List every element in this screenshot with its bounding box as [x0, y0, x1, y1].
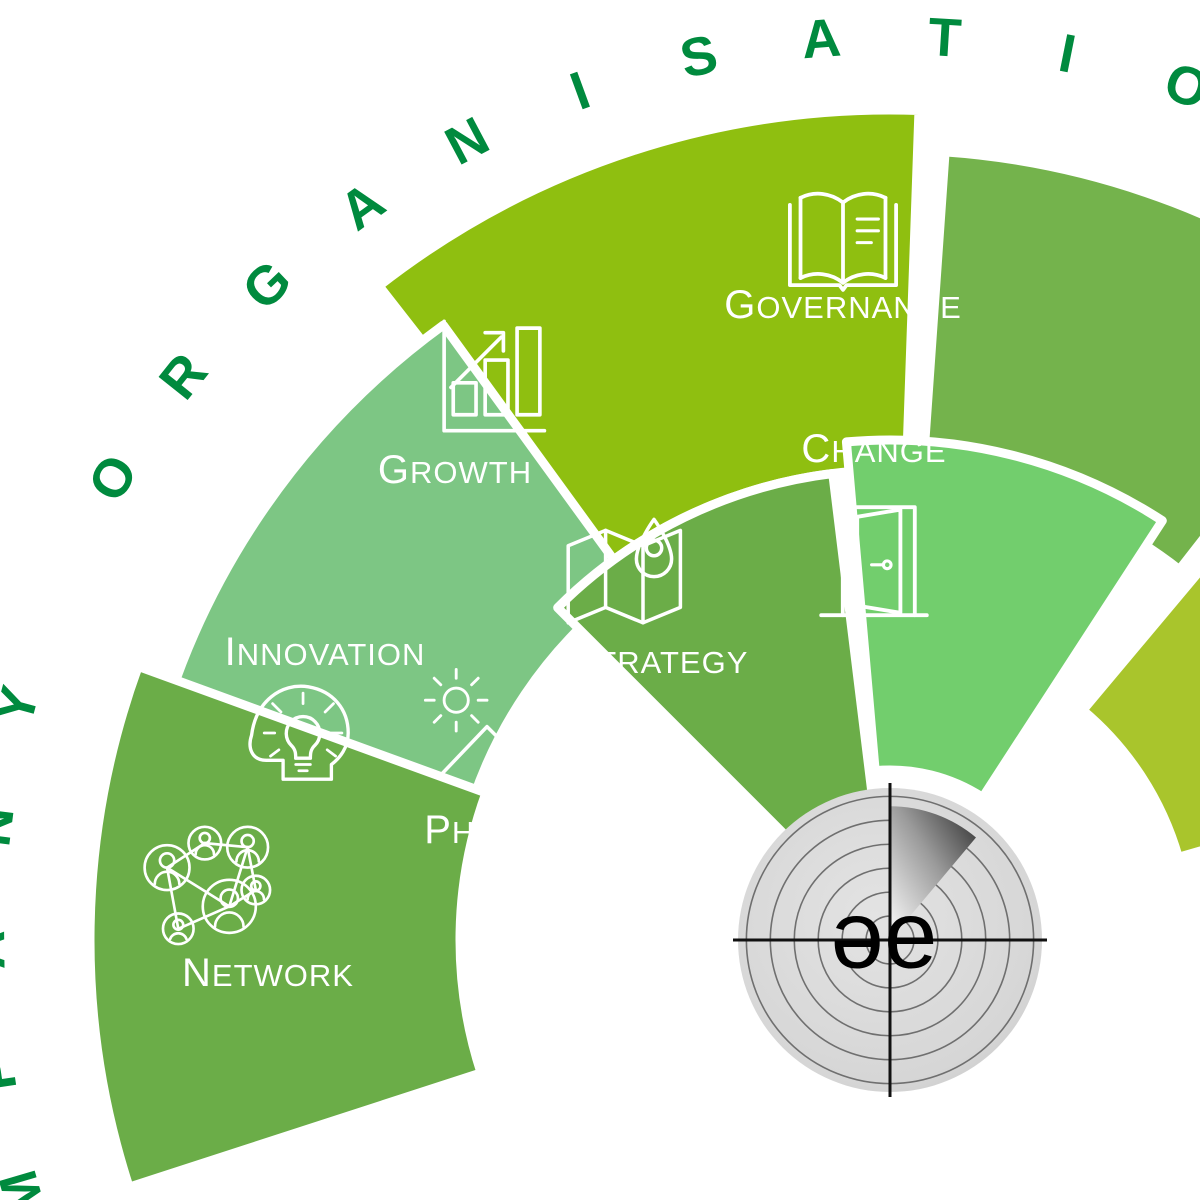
title-letter: O	[1157, 51, 1200, 121]
title-letter: I	[563, 60, 598, 122]
title-letter: N	[436, 106, 499, 177]
title-letter: I	[1054, 23, 1080, 85]
title-letter: A	[799, 7, 842, 70]
title-letter: Y	[0, 680, 51, 730]
title-letter: O	[77, 445, 150, 512]
segment-label-philosophy: PHILOSOPHY	[424, 808, 642, 852]
segment-strategy[interactable]	[841, 435, 1167, 802]
title-letter: P	[0, 1051, 28, 1095]
title-letter: A	[329, 171, 396, 242]
radar-sweep	[890, 806, 976, 940]
title-letter: R	[148, 342, 219, 410]
segments-group	[85, 105, 1200, 1192]
open-book-icon	[788, 191, 898, 292]
segment-label-governance: GOVERNANCE	[724, 283, 962, 327]
logo-wordmark: ǝe	[831, 881, 938, 988]
segment-label-change: CHANGE	[801, 427, 946, 471]
mountain-sun-icon	[423, 667, 590, 797]
title-letter: N	[0, 803, 26, 849]
head-lightbulb-icon	[248, 684, 350, 781]
segment-label-innovation: INNOVATION	[225, 630, 426, 674]
segment-icons-group	[143, 191, 929, 946]
segment-labels-group: GOVERNANCE CHANGE GROWTH STRATEGY INNOVATION…	[182, 283, 962, 995]
segment-label-growth: GROWTH	[378, 448, 532, 492]
title-letter: G	[231, 249, 303, 321]
open-door-icon	[819, 505, 929, 618]
title-letter: T	[926, 7, 963, 69]
radar-logo[interactable]: ǝe	[733, 783, 1047, 1097]
title-letter: S	[675, 24, 723, 90]
segment-network[interactable]	[85, 661, 491, 1192]
title-letter: A	[0, 930, 17, 970]
segment-change[interactable]	[1078, 465, 1200, 862]
map-pin-icon	[566, 517, 683, 625]
segment-label-strategy: STRATEGY	[570, 638, 749, 682]
segment-label-network: NETWORK	[182, 951, 354, 995]
bar-chart-growth-icon	[442, 319, 547, 433]
title-letter: M	[0, 1164, 58, 1200]
people-network-icon	[143, 825, 272, 946]
